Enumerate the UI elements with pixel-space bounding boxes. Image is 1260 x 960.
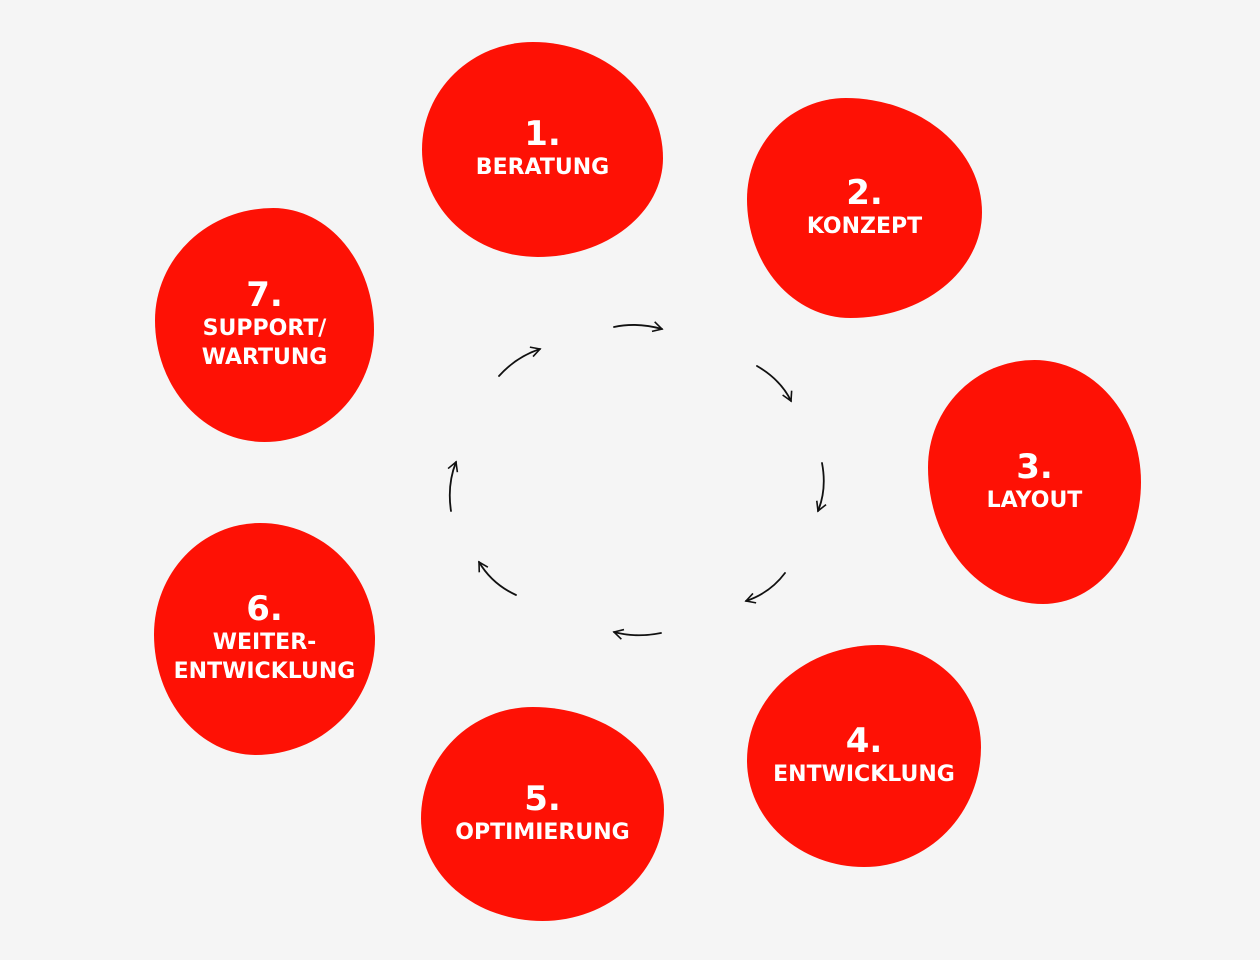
- arrow-7-to-1b: [498, 346, 542, 377]
- step-number: 5.: [524, 778, 561, 819]
- step-number: 1.: [524, 114, 561, 154]
- step-label: SUPPORT/ WARTUNG: [201, 316, 328, 370]
- step-label: KONZEPT: [806, 213, 923, 239]
- step-2-konzept: 2. KONZEPT: [747, 98, 982, 318]
- step-4-entwicklung: 4. ENTWICKLUNG: [747, 645, 981, 867]
- step-label: BERATUNG: [475, 155, 610, 180]
- arrow-1-to-2: [613, 321, 664, 333]
- step-5-optimierung: 5. OPTIMIERUNG: [421, 707, 664, 921]
- step-number: 7.: [246, 275, 283, 315]
- step-3-layout: 3. LAYOUT: [928, 360, 1141, 604]
- step-label: WEITER- ENTWICKLUNG: [173, 630, 356, 684]
- step-label: OPTIMIERUNG: [455, 819, 630, 845]
- step-label: ENTWICKLUNG: [773, 761, 955, 787]
- step-number: 4.: [845, 720, 883, 761]
- arrow-5-to-6: [612, 628, 662, 640]
- step-label: LAYOUT: [986, 487, 1083, 513]
- arrow-6-to-7: [478, 560, 517, 596]
- step-number: 6.: [246, 589, 283, 629]
- step-7-support-wartung: 7. SUPPORT/ WARTUNG: [155, 208, 374, 442]
- step-number: 2.: [846, 172, 883, 213]
- step-number: 3.: [1016, 446, 1053, 487]
- arrow-7-to-1a: [447, 460, 459, 512]
- step-6-weiterentwicklung: 6. WEITER- ENTWICKLUNG: [154, 523, 375, 755]
- arrow-4-to-5: [744, 572, 786, 604]
- arrow-2-to-3: [756, 365, 793, 403]
- arrow-3-to-4: [815, 462, 827, 513]
- step-1-beratung: 1. BERATUNG: [422, 42, 663, 257]
